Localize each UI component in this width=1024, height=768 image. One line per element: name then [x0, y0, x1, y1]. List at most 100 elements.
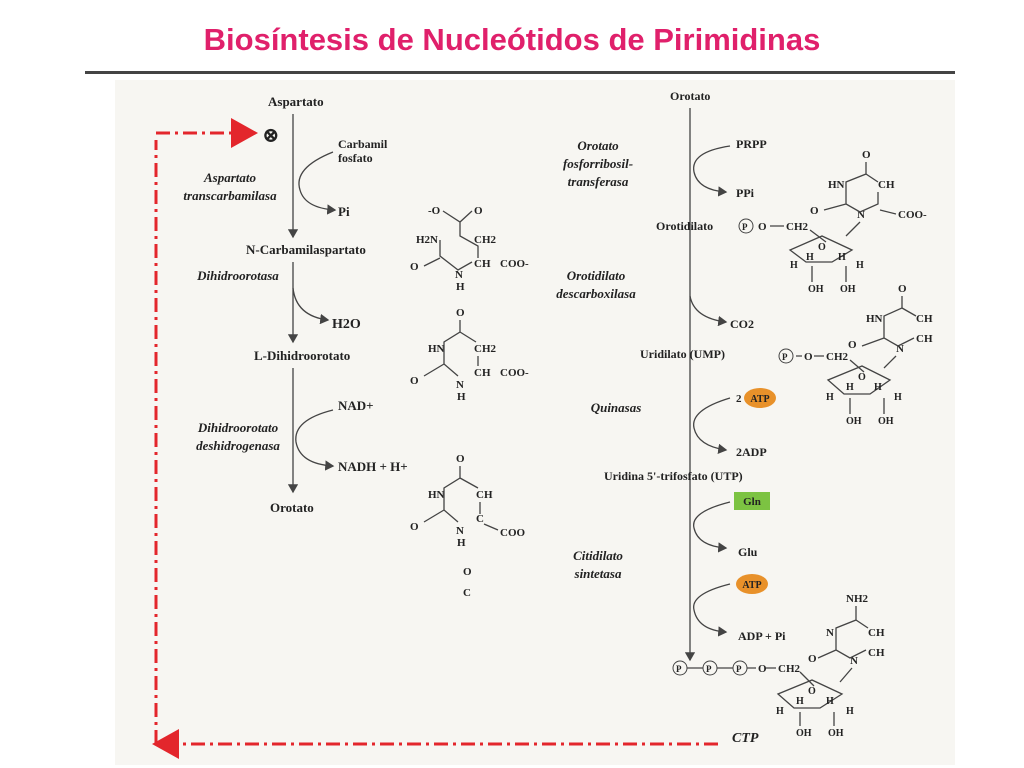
svg-text:O: O [758, 221, 767, 233]
left-pathway: Aspartato ⊗ Carbamil fosfato Pi Aspartat… [183, 94, 407, 515]
h2o-product: H2O [332, 317, 361, 332]
svg-text:H: H [838, 252, 846, 263]
svg-text:H: H [796, 696, 804, 707]
svg-text:CH2: CH2 [826, 351, 849, 363]
svg-text:CH2: CH2 [474, 343, 497, 355]
svg-text:N: N [455, 269, 463, 281]
structure-dihidroorotato: O HN CH2 CH COO- O N H [410, 307, 529, 403]
enzyme-citidilato-sintetasa-1: Citidilato [573, 548, 623, 563]
compound-orotato-left: Orotato [270, 500, 314, 515]
cytosine-base: NH2 N CH CH O N [808, 593, 885, 683]
svg-text:COO-: COO- [500, 367, 529, 379]
svg-text:H: H [776, 706, 784, 717]
svg-text:H2N: H2N [416, 234, 438, 246]
svg-text:OH: OH [808, 284, 824, 295]
svg-text:HN: HN [428, 343, 445, 355]
enzyme-aspartato-transcarbamilasa-1: Aspartato [203, 170, 257, 185]
svg-text:P: P [782, 352, 788, 362]
pi-product: Pi [338, 204, 350, 219]
phosphate-icon [778, 348, 794, 364]
atp-badge-1 [744, 388, 776, 408]
compound-l-dihidroorotato: L-Dihidroorotato [254, 348, 350, 363]
phosphate-icon [738, 218, 754, 234]
svg-text:P: P [736, 664, 742, 674]
ribose-ring-2: O H H H H OH OH [826, 365, 902, 427]
adp-pi-product: ADP + Pi [738, 629, 786, 643]
svg-text:H: H [457, 391, 466, 403]
enzyme-dihidroorotato-deshidrogenasa-2: deshidrogenasa [196, 438, 280, 453]
svg-text:CH: CH [916, 313, 933, 325]
svg-text:H: H [456, 281, 465, 293]
svg-text:H: H [856, 260, 864, 271]
ppi-product: PPi [736, 186, 755, 200]
svg-text:H: H [826, 696, 834, 707]
carbamil-fosfato-line2: fosfato [338, 151, 373, 165]
enzyme-dihidroorotasa: Dihidroorotasa [196, 268, 279, 283]
uracil-base: O HN CH CH O N [848, 283, 933, 369]
svg-text:C: C [463, 587, 471, 599]
svg-text:H: H [846, 382, 854, 393]
svg-text:H: H [894, 392, 902, 403]
enzyme-odc-2: descarboxilasa [556, 286, 636, 301]
structure-orotato: O HN CH C COO O N H O C [410, 453, 526, 599]
compound-orotidilato: Orotidilato [656, 219, 713, 233]
orotate-base: O HN CH O N COO- [810, 149, 927, 237]
atp-coefficient: 2 [736, 393, 742, 405]
svg-text:HN: HN [828, 179, 845, 191]
svg-text:HN: HN [428, 489, 445, 501]
svg-text:N: N [826, 627, 834, 639]
svg-text:O: O [474, 205, 483, 217]
svg-text:O: O [456, 307, 465, 319]
right-pathway: Orotato PRPP PPi Orotato fosforribosil- … [556, 89, 933, 746]
svg-text:CH2: CH2 [474, 234, 497, 246]
svg-text:P: P [742, 222, 748, 232]
svg-text:O: O [862, 149, 871, 161]
slide-title: Biosíntesis de Nucleótidos de Pirimidina… [203, 22, 821, 57]
svg-text:P: P [676, 664, 682, 674]
compound-utp: Uridina 5'-trifosfato (UTP) [604, 469, 743, 483]
figure-background [115, 80, 955, 765]
svg-text:CH: CH [868, 627, 885, 639]
nad-reactant: NAD+ [338, 398, 374, 413]
svg-text:CH: CH [916, 333, 933, 345]
svg-text:N: N [850, 655, 858, 667]
svg-text:H: H [790, 260, 798, 271]
svg-text:N: N [896, 343, 904, 355]
title-divider [85, 71, 955, 74]
ctp-structure: P P P O CH2 O H H H H OH OH [672, 660, 854, 739]
svg-text:OH: OH [796, 728, 812, 739]
enzyme-opr-3: transferasa [568, 174, 629, 189]
svg-text:COO-: COO- [500, 258, 529, 270]
compound-aspartato: Aspartato [268, 94, 324, 109]
svg-text:O: O [410, 261, 419, 273]
glu-product: Glu [738, 545, 758, 559]
inhibition-symbol: ⊗ [262, 123, 280, 147]
svg-text:H: H [806, 252, 814, 263]
svg-text:O: O [898, 283, 907, 295]
svg-text:O: O [808, 686, 816, 697]
svg-text:COO-: COO- [898, 209, 927, 221]
ribose-ring-1: O H H H H OH OH [788, 235, 864, 295]
compound-ctp: CTP [732, 731, 759, 746]
enzyme-opr-2: fosforribosil- [563, 156, 633, 171]
svg-text:O: O [463, 566, 472, 578]
svg-text:CH2: CH2 [786, 221, 809, 233]
svg-text:CH: CH [474, 258, 491, 270]
enzyme-dihidroorotato-deshidrogenasa-1: Dihidroorotato [197, 420, 279, 435]
svg-text:N: N [456, 525, 464, 537]
enzyme-odc-1: Orotidilato [567, 268, 626, 283]
svg-text:Gln: Gln [743, 496, 761, 508]
feedback-inhibition-arrow [152, 118, 718, 759]
svg-text:O: O [818, 242, 826, 253]
svg-text:P: P [706, 664, 712, 674]
svg-text:COO: COO [500, 527, 526, 539]
svg-text:H: H [457, 537, 466, 549]
svg-text:-O: -O [428, 205, 441, 217]
svg-text:N: N [857, 209, 865, 221]
enzyme-opr-1: Orotato [577, 138, 619, 153]
svg-text:O: O [456, 453, 465, 465]
svg-text:H: H [826, 392, 834, 403]
nadh-product: NADH + H+ [338, 459, 408, 474]
svg-text:HN: HN [866, 313, 883, 325]
